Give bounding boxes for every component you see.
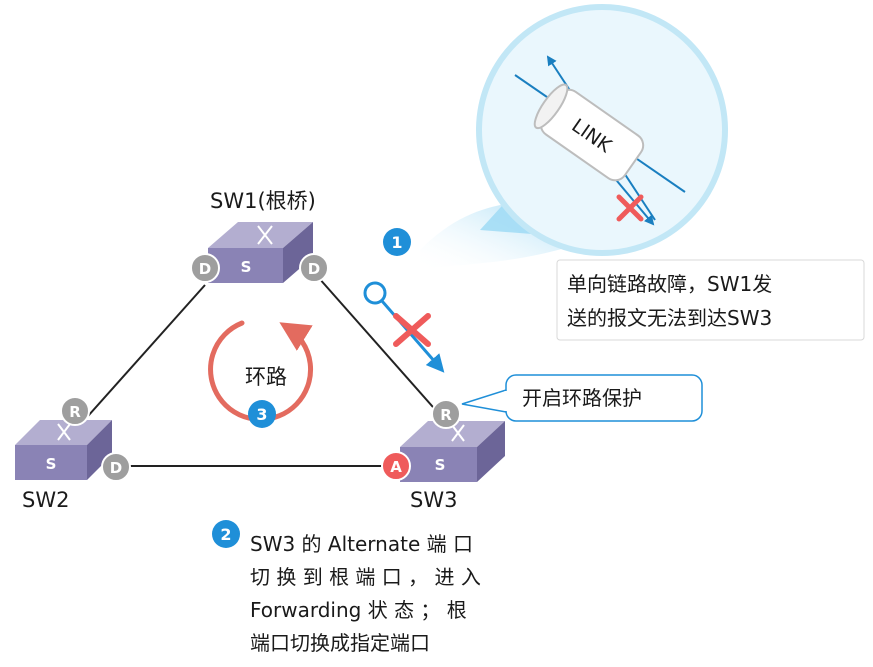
sw3-port-top: R (440, 406, 452, 424)
sw2-label: SW2 (22, 488, 69, 512)
failure-arrow (380, 300, 445, 373)
switch-sw2: S SW2 R D (15, 396, 131, 512)
unidirectional-failure (363, 281, 445, 373)
callout-2-line-2: 切 换 到 根 端 口 ， 进 入 (250, 565, 481, 589)
loop-protection-callout: 开启环路保护 (461, 374, 703, 422)
badge-1-number: 1 (391, 233, 402, 252)
link-sw1-sw3 (317, 276, 441, 416)
switch-arrows-icon (57, 423, 71, 441)
callout-2-line-3: Forwarding 状 态 ； 根 (250, 598, 467, 622)
sw3-face: S (435, 456, 446, 474)
sw2-port-top: R (69, 403, 81, 421)
link-direction-arrow-down (611, 174, 655, 226)
sw2-face: S (46, 455, 57, 473)
sw1-label: SW1(根桥) (210, 189, 316, 213)
switch-sw1: S SW1(根桥) D D (190, 189, 329, 283)
network-links (79, 276, 441, 467)
callout-2: 2 SW3 的 Alternate 端 口 切 换 到 根 端 口 ， 进 入 … (212, 520, 481, 655)
loop-protection-label: 开启环路保护 (522, 386, 642, 410)
sw1-face: S (241, 258, 252, 276)
switch-arrows-icon (451, 424, 465, 442)
switch-sw3: S SW3 R A (381, 399, 505, 512)
link-connector: LINK (533, 83, 645, 182)
sw1-port-right: D (308, 260, 320, 278)
magnifier: LINK (420, 4, 728, 270)
link-sw1-sw2 (79, 284, 206, 426)
callout-1-line-1: 单向链路故障，SW1发 (567, 272, 772, 296)
sw3-label: SW3 (410, 488, 457, 512)
failure-cross-icon (393, 313, 431, 347)
sw3-port-left: A (390, 458, 402, 476)
loop-label: 环路 (245, 365, 287, 389)
badge-1: 1 (383, 228, 411, 256)
sw1-port-left: D (199, 260, 211, 278)
callout-1: 单向链路故障，SW1发 送的报文无法到达SW3 (556, 259, 865, 341)
switch-arrows-icon (257, 225, 273, 245)
loop-indicator: 环路 3 (208, 320, 314, 428)
callout-2-line-4: 端口切换成指定端口 (250, 631, 430, 655)
callout-2-line-1: SW3 的 Alternate 端 口 (250, 532, 473, 556)
magnifier-failure-cross (616, 194, 644, 222)
badge-3-number: 3 (256, 405, 267, 424)
failure-source-ring (363, 281, 387, 305)
badge-2-number: 2 (220, 525, 231, 544)
sw2-port-right: D (110, 459, 122, 477)
callout-1-line-2: 送的报文无法到达SW3 (567, 306, 772, 330)
